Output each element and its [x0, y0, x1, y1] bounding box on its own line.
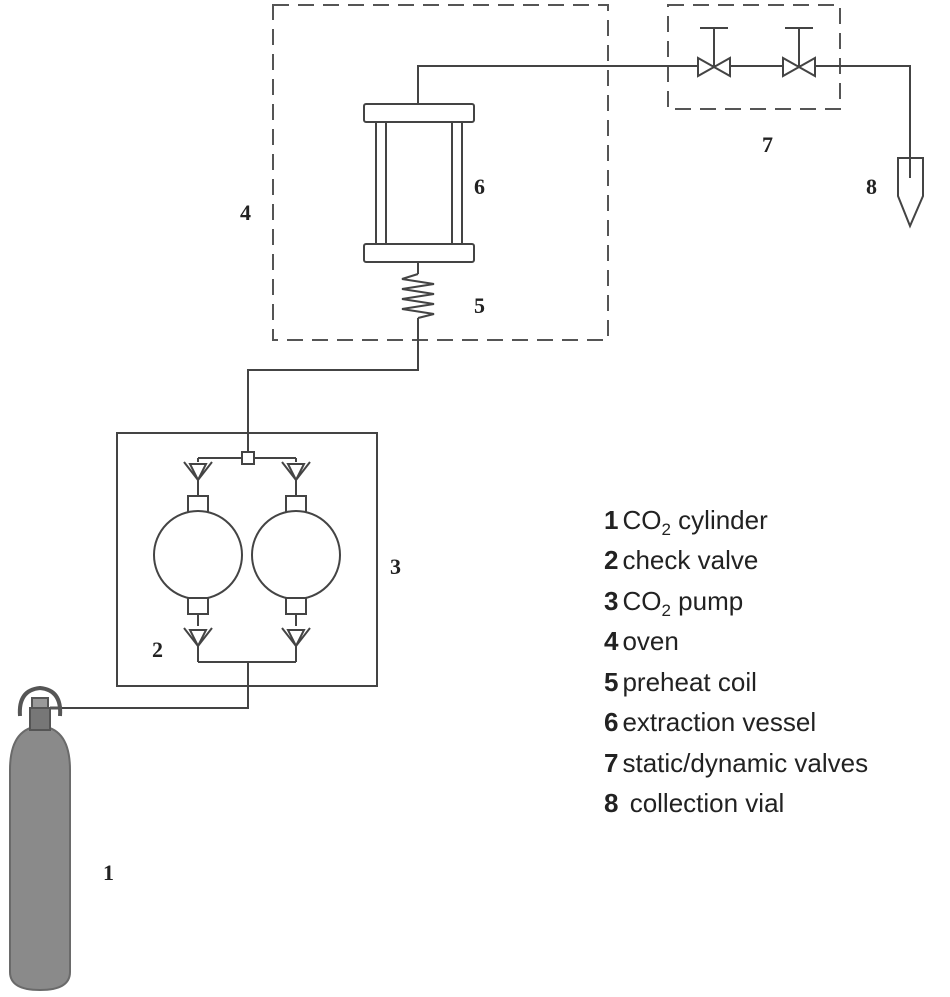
label-coil-number: 5	[474, 293, 485, 318]
check-valve-upper-right-icon	[281, 461, 311, 496]
pump-head-right-icon	[251, 495, 341, 615]
check-valve-lower-left-icon	[183, 614, 213, 662]
pump-outlet-junction	[241, 451, 255, 465]
label-check-valve-number: 2	[152, 637, 163, 662]
pump-head-left-icon	[153, 495, 243, 615]
label-vial-number: 8	[866, 174, 877, 199]
legend-item-8: 8 collection vial	[604, 788, 784, 818]
extraction-vessel-icon	[363, 103, 475, 263]
preheat-coil-icon	[401, 262, 435, 340]
feed-pipe	[247, 340, 419, 452]
check-valve-upper-left-icon	[183, 461, 213, 496]
oven-box	[272, 4, 609, 341]
label-oven-number: 4	[240, 200, 251, 225]
dynamic-valve-icon	[782, 27, 816, 78]
label-cylinder-number: 1	[103, 860, 114, 885]
valves-box	[667, 4, 841, 110]
label-vessel-number: 6	[474, 174, 485, 199]
inlet-pipe	[62, 662, 249, 709]
collection-vial-icon	[897, 157, 924, 229]
co2-cylinder-icon	[9, 685, 71, 992]
check-valve-lower-right-icon	[281, 614, 311, 662]
outlet-pipe	[417, 65, 911, 158]
label-pump-number: 3	[390, 554, 401, 579]
label-valves-number: 7	[762, 132, 773, 157]
static-valve-icon	[697, 27, 731, 78]
